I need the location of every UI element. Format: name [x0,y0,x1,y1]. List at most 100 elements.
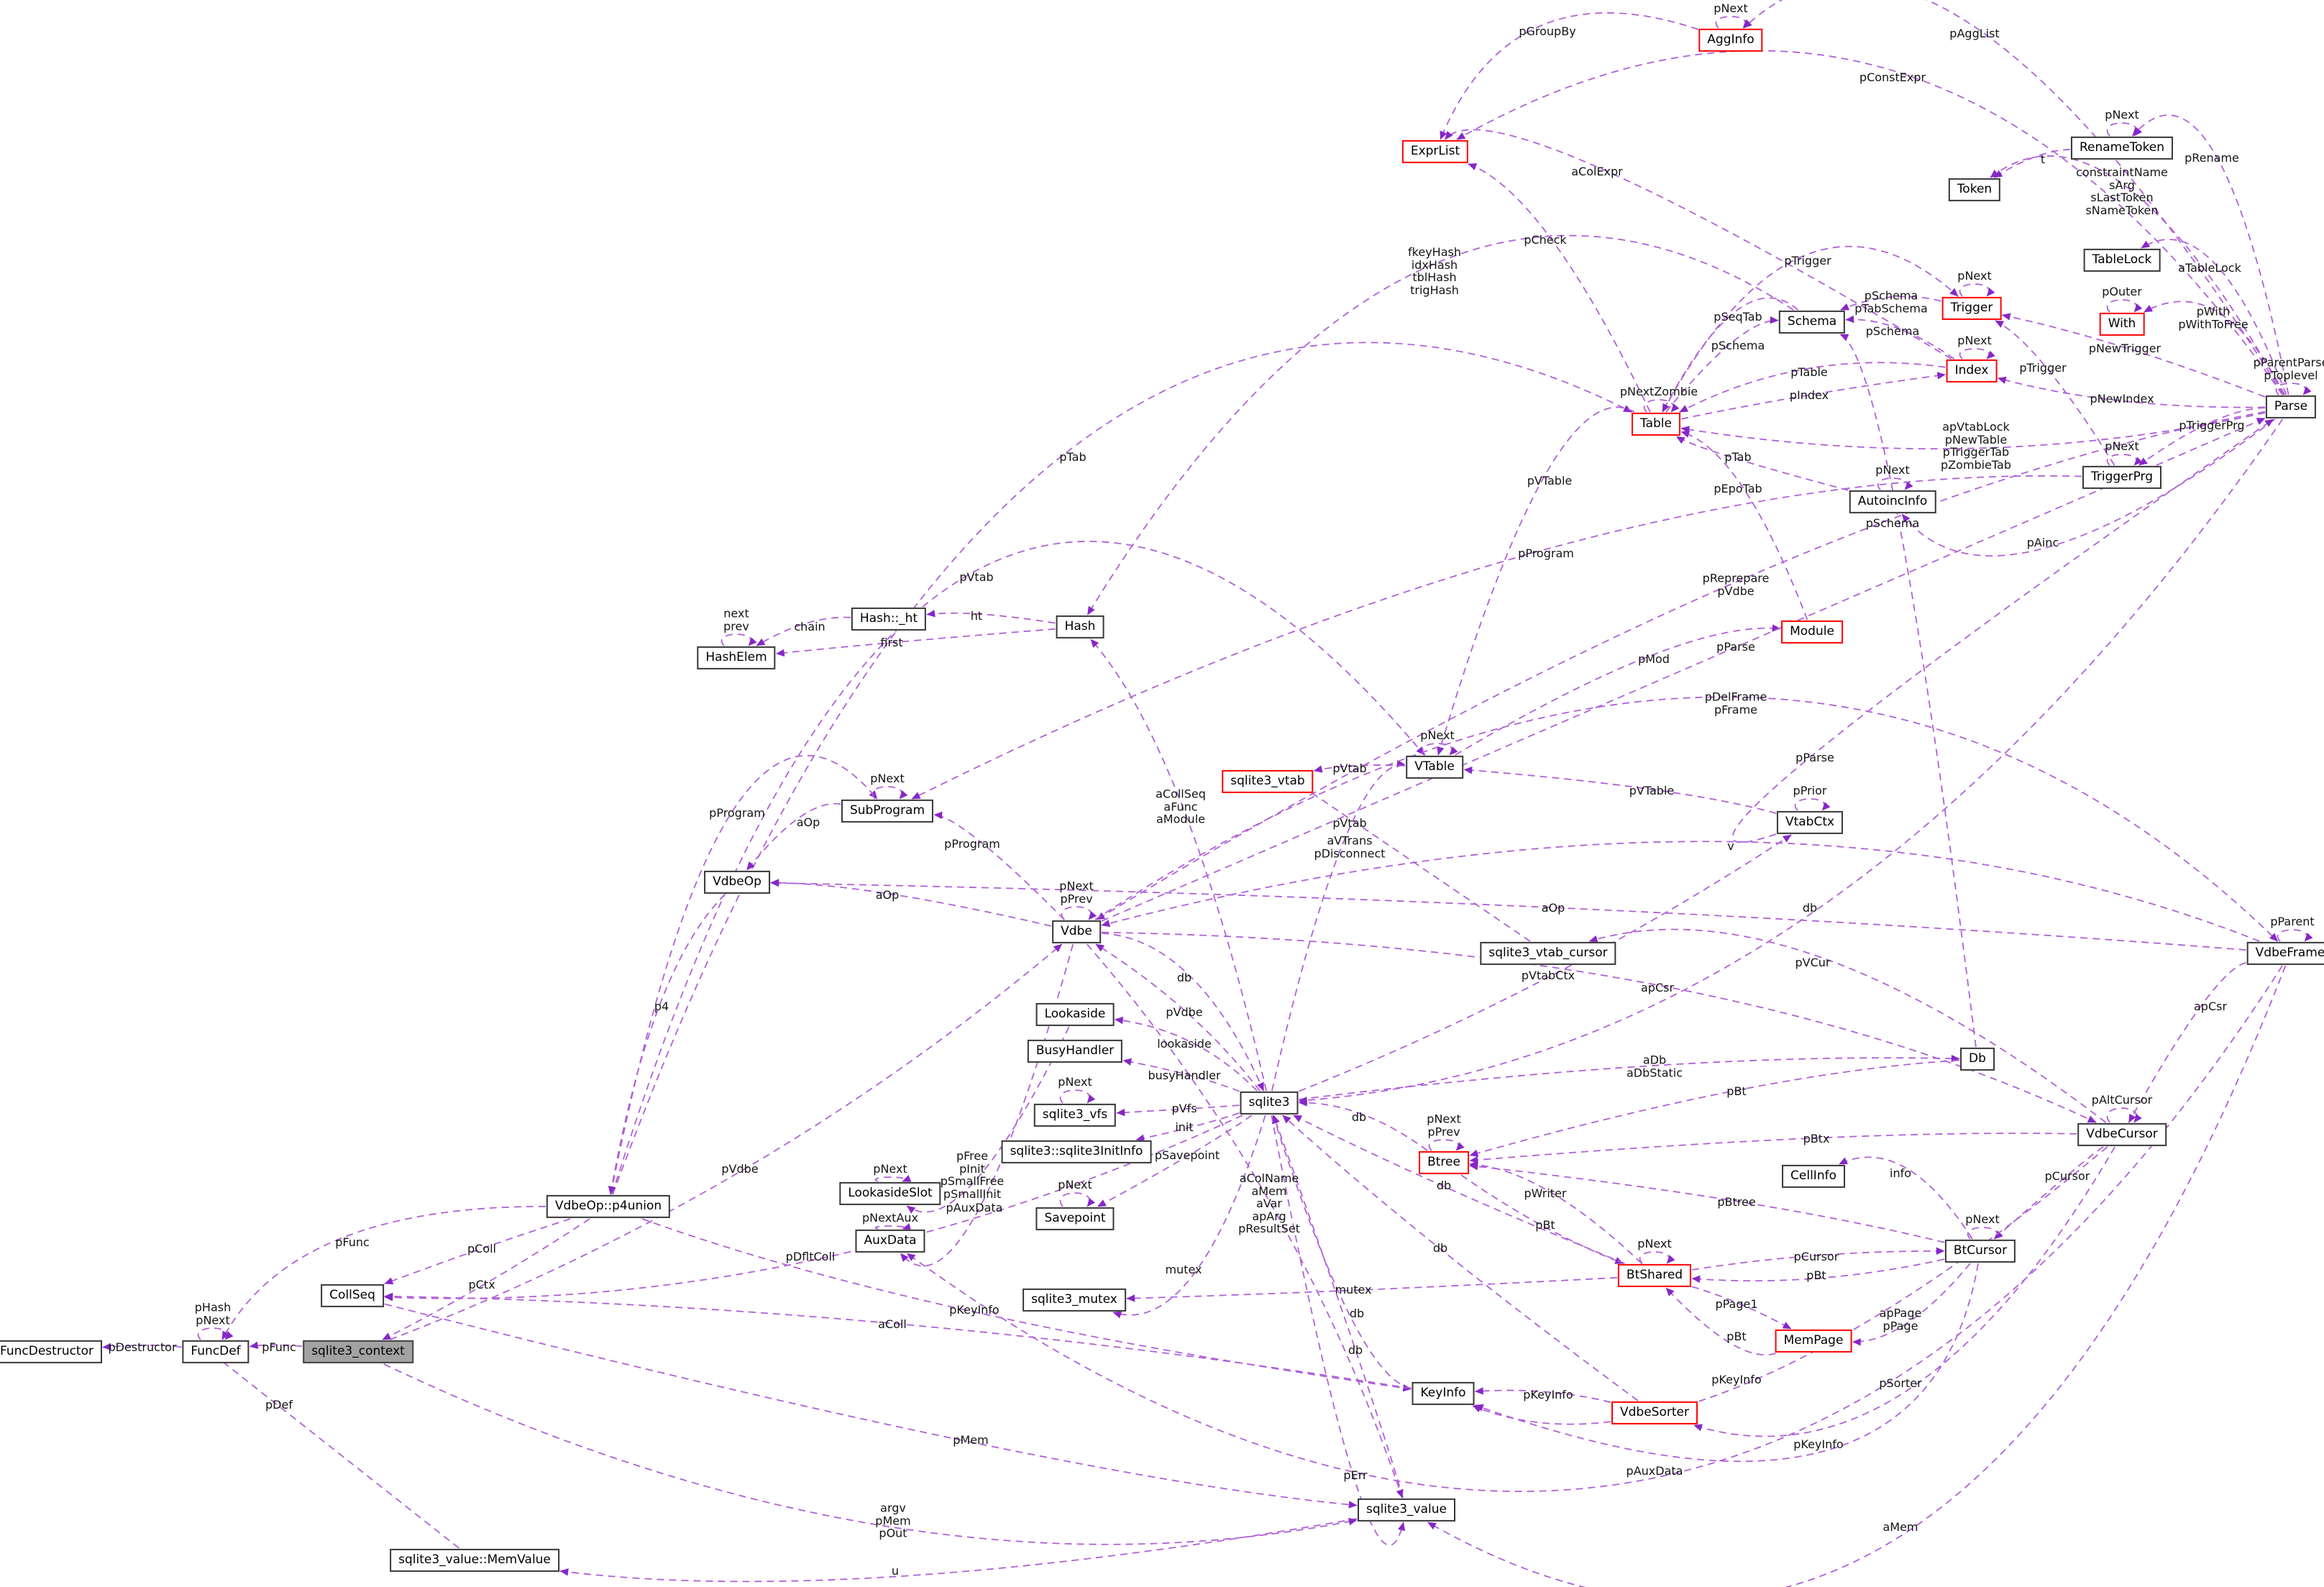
edge-label-acolname: aColName aMem aVar apArg pResultSet [1238,1171,1300,1236]
edge-label-pvtable: pVTable [1629,784,1675,798]
edge-label-acollseq: aCollSeq aFunc aModule [1156,787,1206,826]
edge-label-aop: aOp [1541,901,1565,915]
node-vtabctx[interactable]: VtabCtx [1776,810,1844,835]
edge-label-avtrans: aVTrans pDisconnect [1314,833,1386,860]
edge-label-pfree: pFree pInit pSmallFree pSmallInit [940,1148,1005,1201]
node-cellinfo[interactable]: CellInfo [1782,1164,1845,1189]
edge-label-paltcursor: pAltCursor [2091,1093,2153,1107]
node-tablelock[interactable]: TableLock [2083,248,2161,273]
edge-label-pvtab: pVtab [1332,816,1367,831]
edge-label-ptrigger: pTrigger [1784,254,1831,268]
edge-label-lookaside: lookaside [1157,1037,1212,1051]
edge-label-pwriter: pWriter [1524,1186,1567,1201]
node-hashelem[interactable]: HashElem [697,646,776,670]
edge-label-chain: chain [794,620,825,634]
edge-label-aop: aOp [875,888,900,902]
edge-label-pnext: pNext [2105,439,2139,454]
node-sqlite3[interactable]: sqlite3 [1240,1091,1299,1115]
edge-label-pparent: pParent [2270,915,2315,929]
node-collseq[interactable]: CollSeq [321,1284,384,1308]
edge-label-pbtx: pBtx [1803,1132,1830,1146]
node-renametoken[interactable]: RenameToken [2070,136,2174,160]
edge-label-v: v [1727,839,1734,854]
node-keyinfo[interactable]: KeyInfo [1412,1381,1475,1406]
node-trigger[interactable]: Trigger [1941,296,2002,321]
edge-label-apvtablock: apVtabLock pNewTable pTriggerTab pZombie… [1940,419,2012,472]
edge-label-pnext: pNext [1058,1178,1092,1192]
node-vdbeframe[interactable]: VdbeFrame [2246,941,2324,966]
node-index[interactable]: Index [1946,359,1998,383]
node-vdbecursor[interactable]: VdbeCursor [2077,1122,2167,1147]
node-triggerprg[interactable]: TriggerPrg [2082,465,2162,490]
edge-label-pvtabctx: pVtabCtx [1521,969,1575,983]
edge-label-init: init [1175,1120,1194,1135]
edge-label-pnext: pNext [2105,108,2139,122]
node-sqlite3-vtab-cursor[interactable]: sqlite3_vtab_cursor [1480,941,1616,966]
edge-label-pnext: pNext [1875,463,1910,477]
edge-label-db: db [1351,1110,1367,1125]
node-db[interactable]: Db [1960,1047,1995,1071]
node-mempage[interactable]: MemPage [1775,1329,1852,1353]
edge-label-db: db [1436,1179,1452,1193]
node-savepoint[interactable]: Savepoint [1035,1207,1115,1231]
edge-label-amem: aMem [1882,1520,1918,1535]
edge-label-pschema: pSchema [1865,324,1920,339]
edge-label-pdef: pDef [265,1398,293,1412]
node-btree[interactable]: Btree [1419,1151,1469,1175]
node-subprogram[interactable]: SubProgram [841,799,934,823]
node-busyhandler[interactable]: BusyHandler [1027,1039,1123,1064]
node-sqlite3-context[interactable]: sqlite3_context [303,1340,413,1364]
edge-label-db: db [1802,901,1818,915]
edge-label-pfunc: pFunc [262,1340,296,1355]
edge-label-pnewtrigger: pNewTrigger [2088,342,2161,356]
node-vtable[interactable]: VTable [1406,755,1463,779]
node-btcursor[interactable]: BtCursor [1944,1239,2016,1263]
node-auxdata[interactable]: AuxData [855,1229,925,1253]
edge-label-adb: aDb aDbStatic [1626,1053,1683,1079]
edge-label-pschema: pSchema [1865,516,1920,531]
node-lookaside[interactable]: Lookaside [1035,1002,1115,1027]
edge-label-pseqtab: pSeqTab [1714,310,1762,324]
edge-label-pcursor: pCursor [1793,1250,1839,1264]
edge-label-aop: aOp [796,815,820,830]
edge-label-pdfltcoll: pDfltColl [785,1250,836,1264]
edge-label-pbt: pBt [1726,1084,1747,1099]
node-table[interactable]: Table [1632,412,1680,436]
edge-label-pbtree: pBtree [1717,1195,1756,1209]
edge-label-painc: pAinc [2026,536,2059,550]
node-token[interactable]: Token [1948,178,2001,202]
node-parse[interactable]: Parse [2265,395,2317,419]
node-exprlist[interactable]: ExprList [1401,140,1469,164]
edge-label-pcheck: pCheck [1524,233,1567,247]
edge-label-pnext: pNext pPrev [1427,1112,1461,1138]
node-vdbesorter[interactable]: VdbeSorter [1611,1401,1698,1425]
node-hash-ht[interactable]: Hash::_ht [851,607,927,631]
node-module[interactable]: Module [1781,620,1843,644]
node-sqlite3-sqlite3initinfo[interactable]: sqlite3::sqlite3InitInfo [1001,1140,1152,1164]
node-btshared[interactable]: BtShared [1617,1263,1692,1288]
node-hash[interactable]: Hash [1056,615,1104,639]
node-funcdef[interactable]: FuncDef [182,1340,250,1364]
node-autoincinfo[interactable]: AutoincInfo [1849,490,1936,514]
node-sqlite3-vtab[interactable]: sqlite3_vtab [1222,769,1314,794]
node-schema[interactable]: Schema [1778,310,1846,334]
node-vdbe[interactable]: Vdbe [1052,920,1101,944]
node-funcdestructor[interactable]: FuncDestructor [0,1340,102,1364]
edge-label-pnext: pNext [1965,1212,2000,1227]
edge-label-pprogram: pProgram [944,837,1000,851]
node-sqlite3-value-memvalue[interactable]: sqlite3_value::MemValue [390,1548,559,1573]
edge-label-pnext: pNext [1420,728,1455,743]
node-lookasideslot[interactable]: LookasideSlot [839,1181,941,1206]
node-sqlite3-mutex[interactable]: sqlite3_mutex [1023,1288,1126,1312]
node-vdbeop-p4union[interactable]: VdbeOp::p4union [546,1194,671,1219]
edge-label-pnext: pNext [1714,1,1748,16]
node-vdbeop[interactable]: VdbeOp [704,870,770,895]
node-sqlite3-value[interactable]: sqlite3_value [1358,1498,1455,1522]
edge-label-pbt: pBt [1535,1218,1555,1232]
edge-label-pprogram: pProgram [709,806,765,820]
node-sqlite3-vfs[interactable]: sqlite3_vfs [1033,1103,1117,1128]
node-with[interactable]: With [2099,312,2145,337]
node-agginfo[interactable]: AggInfo [1698,28,1763,52]
edge-label-perr: pErr [1343,1468,1368,1483]
edge-label-pparentparse: pParentParse pToplevel [2253,355,2324,382]
